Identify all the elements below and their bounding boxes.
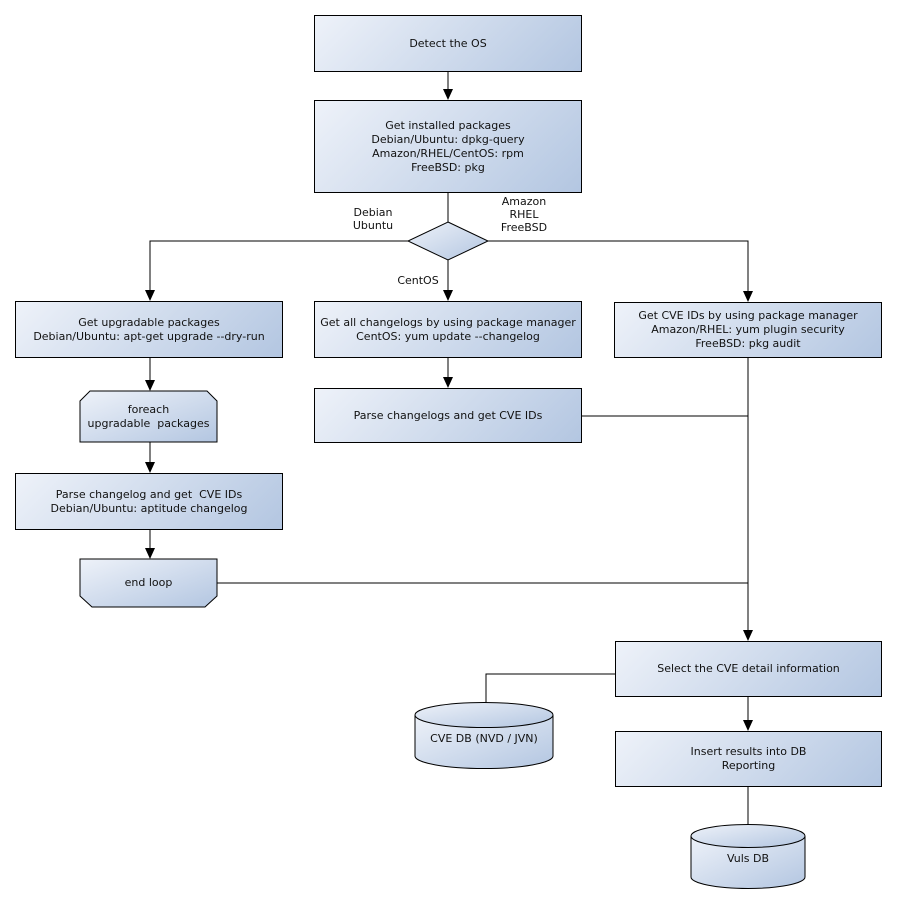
branch-label-centos: CentOS xyxy=(397,274,439,287)
end-loop-shape xyxy=(79,558,218,608)
arrowhead xyxy=(145,462,155,473)
flow-node-insert-results: Insert results into DB Reporting xyxy=(615,731,882,787)
flow-node-label: Get installed packages Debian/Ubuntu: dp… xyxy=(371,118,525,174)
edge-select-to-cvedb xyxy=(485,673,615,703)
arrowhead xyxy=(743,720,753,731)
flow-node-get-all-changelogs: Get all changelogs by using package mana… xyxy=(314,301,582,358)
edge-decision-to-left xyxy=(149,240,408,290)
vuls-db-cylinder xyxy=(690,824,806,889)
flow-node-parse-changelogs-mid: Parse changelogs and get CVE IDs xyxy=(314,388,582,443)
flow-node-label: Parse changelog and get CVE IDs Debian/U… xyxy=(50,487,248,515)
flow-node-label: Select the CVE detail information xyxy=(657,662,840,675)
decision-diamond xyxy=(406,221,490,261)
foreach-loop-shape xyxy=(79,390,218,443)
branch-label-debian-ubuntu: Debian Ubuntu xyxy=(352,206,394,232)
cve-db-cylinder-body xyxy=(414,715,554,769)
arrowhead xyxy=(443,377,453,388)
edge-decision-to-right xyxy=(488,240,749,291)
arrowhead xyxy=(145,548,155,559)
flow-node-select-cve-detail: Select the CVE detail information xyxy=(615,641,882,697)
flow-node-label: Get all changelogs by using package mana… xyxy=(320,315,576,343)
flow-node-label: Parse changelogs and get CVE IDs xyxy=(353,408,543,422)
flow-node-detect-os: Detect the OS xyxy=(314,15,582,72)
arrowhead xyxy=(145,290,155,301)
branch-label-amazon-rhel-freebsd: Amazon RHEL FreeBSD xyxy=(500,195,548,234)
arrowhead xyxy=(443,89,453,100)
flow-node-label: Insert results into DB Reporting xyxy=(690,745,807,772)
arrowhead xyxy=(743,630,753,641)
arrowhead xyxy=(145,380,155,391)
cve-db-cylinder xyxy=(414,702,554,769)
arrowhead xyxy=(743,291,753,302)
cve-db-cylinder-top xyxy=(414,702,554,728)
flow-node-label: Get CVE IDs by using package manager Ama… xyxy=(638,309,858,350)
flow-node-get-cve-ids-right: Get CVE IDs by using package manager Ama… xyxy=(614,302,882,358)
vuls-db-cylinder-top xyxy=(690,824,806,848)
flow-node-get-upgradable-packages: Get upgradable packages Debian/Ubuntu: a… xyxy=(15,301,283,358)
flow-node-label: Get upgradable packages Debian/Ubuntu: a… xyxy=(33,315,265,343)
flow-node-label: Detect the OS xyxy=(409,36,487,50)
flow-node-parse-changelog-left: Parse changelog and get CVE IDs Debian/U… xyxy=(15,473,283,530)
arrowhead xyxy=(443,290,453,301)
vuls-db-cylinder-body xyxy=(690,836,806,889)
flow-node-get-installed-packages: Get installed packages Debian/Ubuntu: dp… xyxy=(314,100,582,193)
